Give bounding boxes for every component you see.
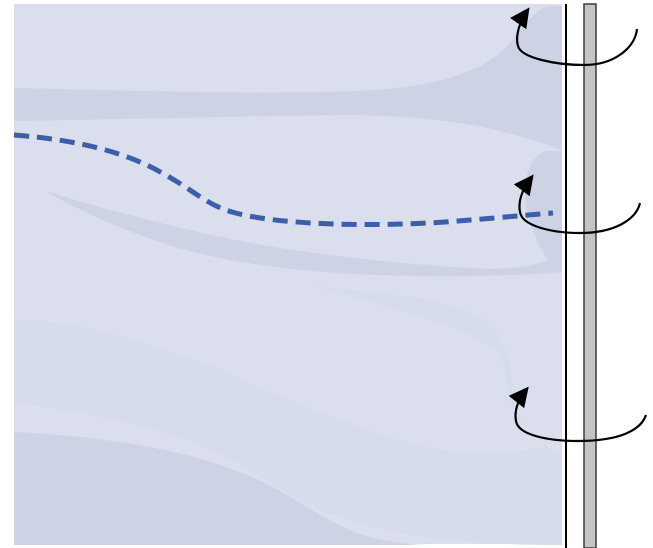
dashed-flow-path-group [13,132,554,228]
upper-curved-arrow [510,7,639,67]
wall-group [565,3,597,548]
middle-curved-arrow [513,174,642,235]
upper-shadow-band [14,6,562,150]
outer-wall-strip [583,3,597,548]
bottom-shadow-band [14,432,430,545]
lower-curved-arrow [508,386,648,443]
lower-shadow-band [14,285,562,545]
flow-background-group [14,4,562,545]
arrow-group [508,7,648,443]
dashed-flow-path [13,132,554,228]
middle-shadow-band [46,151,562,277]
